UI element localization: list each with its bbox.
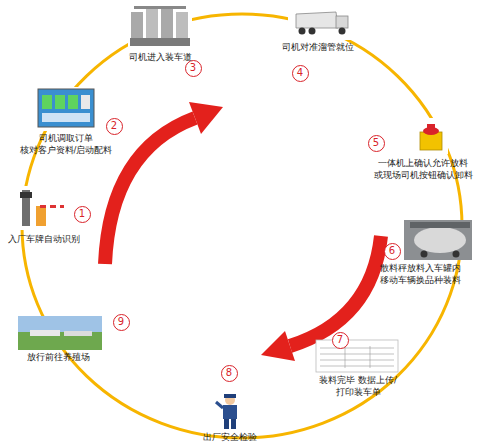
step-caption: 散料秤放料入车罐内 移动车辆换品种装料 <box>366 262 474 286</box>
step-number: 5 <box>368 135 385 152</box>
step-number-text: 6 <box>389 245 395 256</box>
step-number-text: 2 <box>111 120 117 131</box>
step-number: 8 <box>221 365 238 382</box>
guard-image <box>214 392 246 430</box>
step-number: 3 <box>185 60 202 77</box>
step-number: 1 <box>74 206 91 223</box>
step-number-text: 7 <box>337 334 343 345</box>
step-number: 2 <box>106 118 123 135</box>
step-caption: 一体机上确认允许放料 或现场司机按钮确认卸料 <box>370 157 476 181</box>
cycle-arrow <box>105 102 223 264</box>
step-number: 7 <box>332 332 349 349</box>
step-number-text: 3 <box>190 62 196 73</box>
step-caption: 放行前往养殖场 <box>8 351 108 363</box>
loading-ticket-image <box>316 340 398 372</box>
flow-ring <box>22 14 462 438</box>
step-caption: 司机对准溜管就位 <box>273 41 363 53</box>
step-number-text: 8 <box>226 367 232 378</box>
loading-photo <box>404 220 472 260</box>
step-caption: 司机进入装车道 <box>115 51 205 63</box>
step-number-text: 5 <box>373 137 379 148</box>
step-number: 4 <box>292 65 309 82</box>
step-caption: 入厂车牌自动识别 <box>0 233 89 245</box>
step-number: 9 <box>113 314 130 331</box>
step-number-text: 4 <box>297 67 303 78</box>
silo-image <box>128 4 192 50</box>
step-number-text: 1 <box>79 208 85 219</box>
step-caption: 装料完毕 数据上传/打印装车单 <box>298 374 418 398</box>
step-caption: 出厂安全检验 <box>185 431 275 443</box>
step-number: 6 <box>384 243 401 260</box>
step-number-text: 9 <box>118 316 124 327</box>
barrier-gate-image <box>18 186 64 230</box>
step-caption: 司机调取订单 核对客户资料/启动配料 <box>11 132 121 156</box>
tanker-truck-image <box>288 6 352 40</box>
button-box-image <box>414 118 448 154</box>
monitor-image <box>36 87 96 131</box>
farm-photo <box>18 316 102 350</box>
